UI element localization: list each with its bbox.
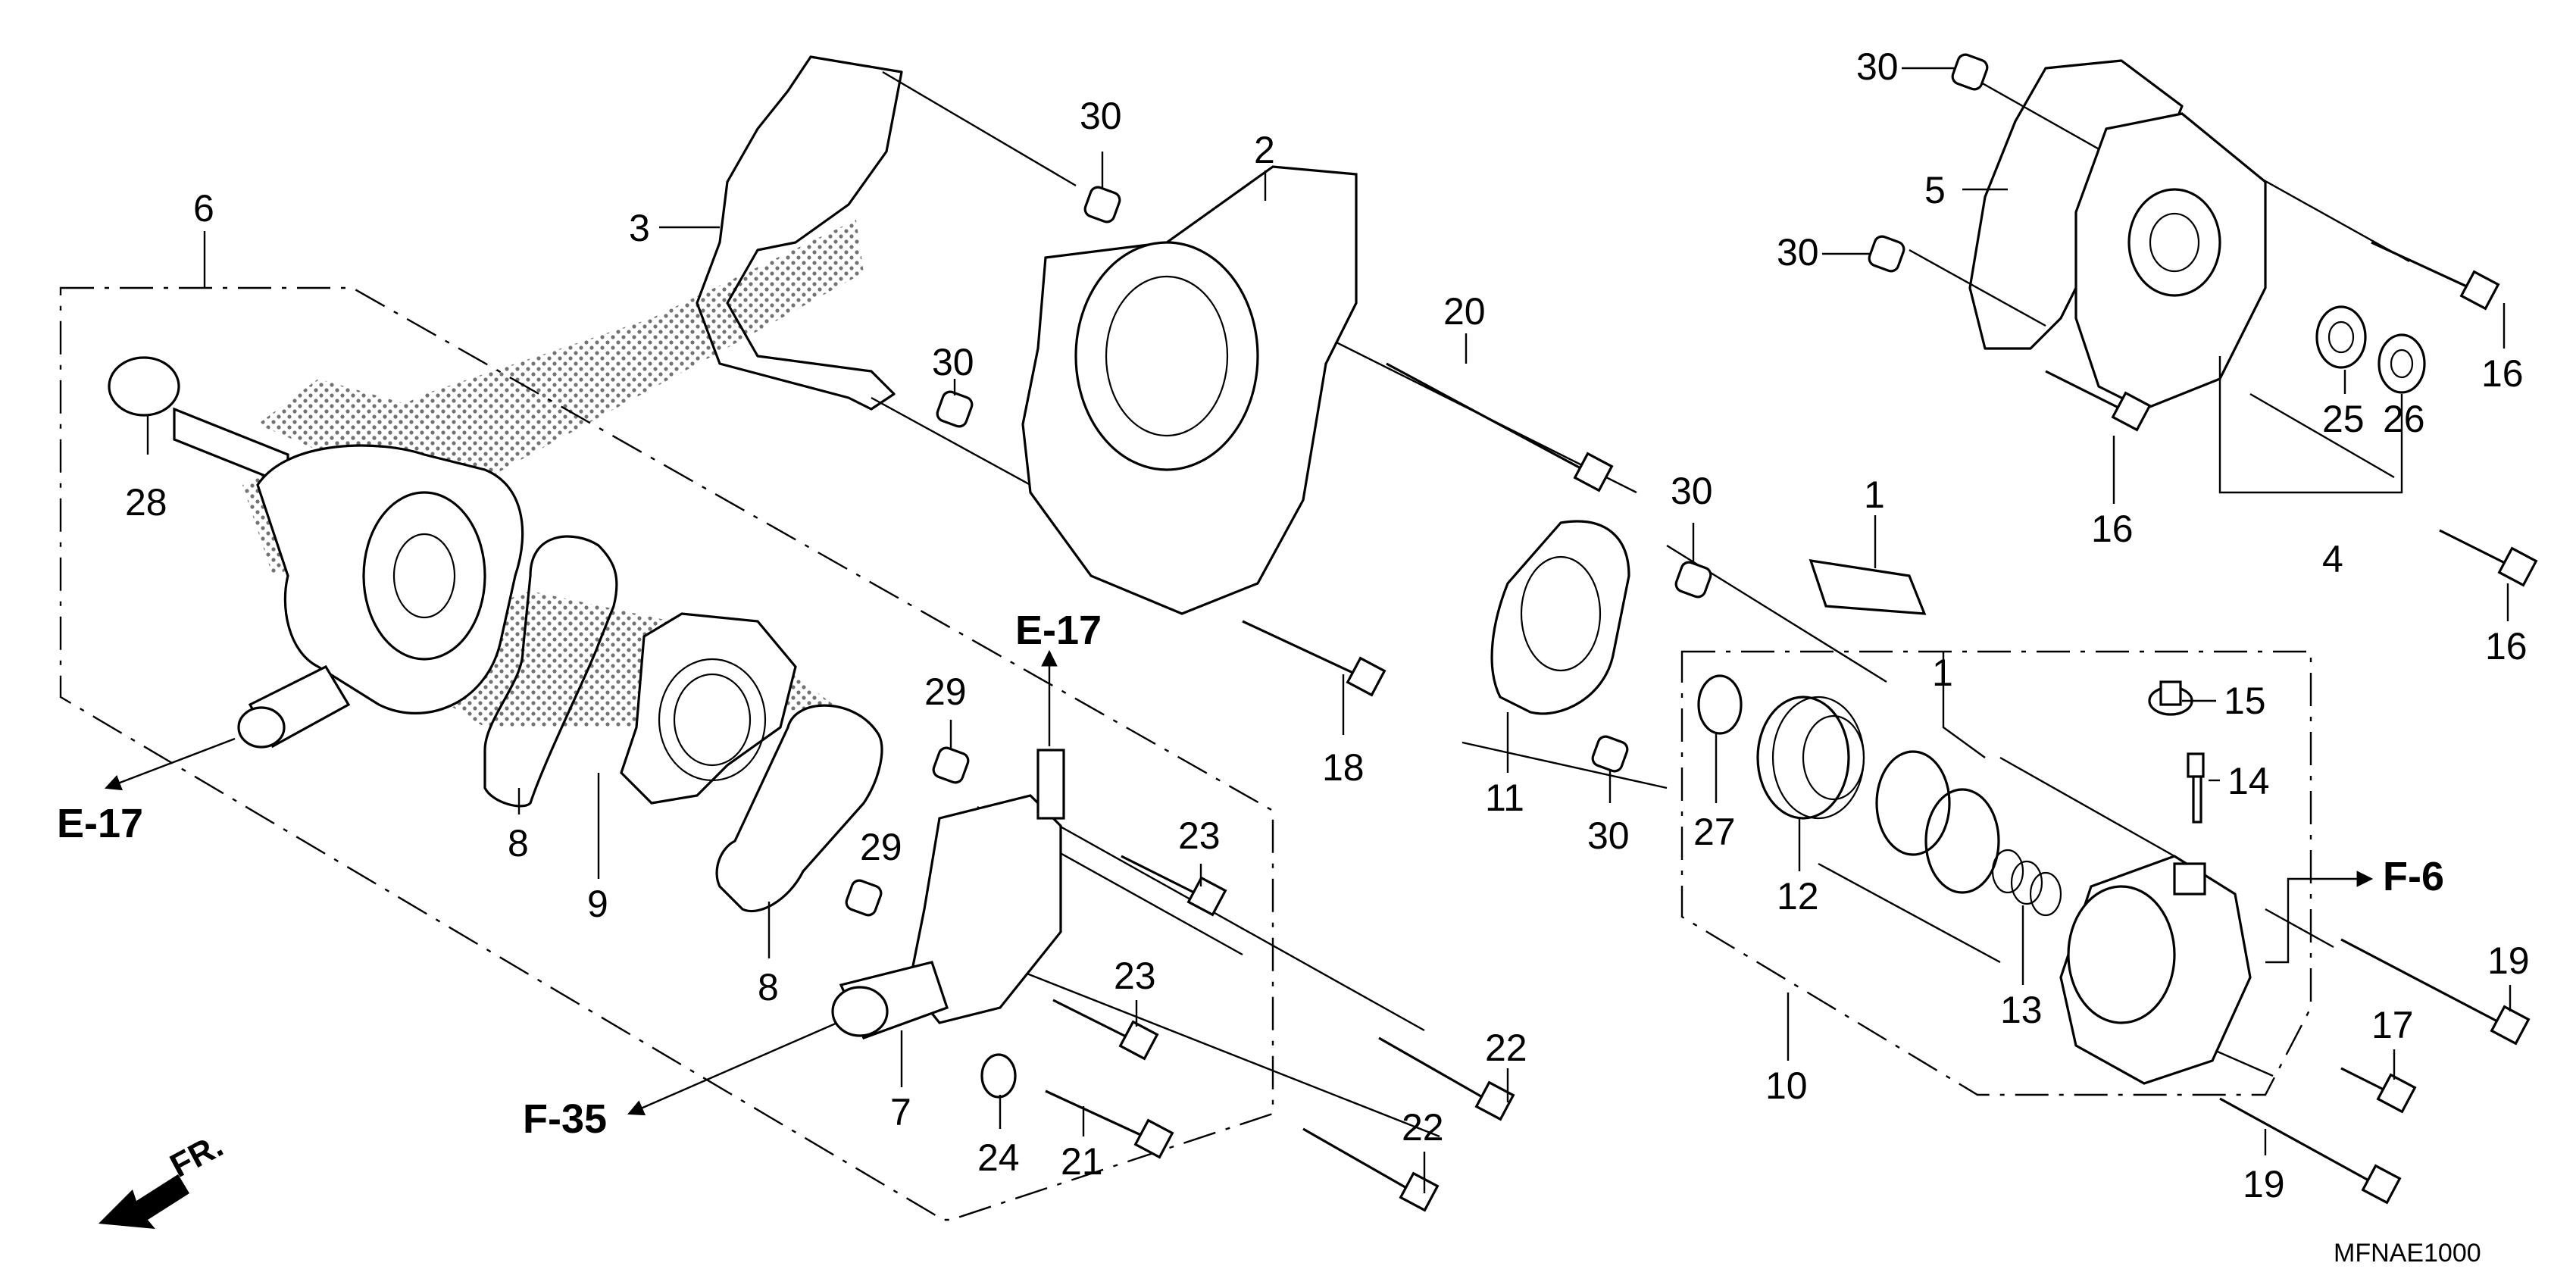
front-label: FR. — [164, 1127, 230, 1185]
callout-1: 1 — [1932, 652, 1953, 694]
assembly-boundaries — [59, 286, 2312, 1221]
callout-26: 26 — [2383, 398, 2425, 440]
callout-14: 14 — [2227, 760, 2270, 802]
part-15-bleeder-cap — [2148, 680, 2193, 716]
part-8-gasket-lower — [715, 704, 883, 913]
boundary-clutch-slave — [1680, 650, 2312, 1096]
callout-22: 22 — [1485, 1027, 1527, 1069]
callout-leaders — [146, 67, 2512, 1193]
part-1-o-ring-a — [1875, 750, 1951, 856]
callout-1: 1 — [1864, 474, 1885, 516]
part-14-bleeder-screw — [2187, 752, 2205, 824]
ref-f6: F-6 — [2383, 854, 2444, 899]
callout-8: 8 — [508, 822, 529, 864]
part-27-seal — [1697, 674, 1743, 735]
boundary-water-pump — [59, 286, 1274, 1221]
ref-e17-top: E-17 — [1015, 608, 1102, 653]
callout-13: 13 — [2000, 989, 2043, 1031]
callout-3: 3 — [629, 207, 650, 249]
ref-f35: F-35 — [523, 1096, 607, 1142]
callout-21: 21 — [1061, 1140, 1103, 1183]
callout-19: 19 — [2487, 939, 2530, 982]
callout-19: 19 — [2243, 1163, 2285, 1205]
callout-9: 9 — [587, 883, 608, 925]
part-13-spring — [1991, 849, 2062, 917]
part-9-plate — [620, 612, 797, 805]
dowel-pins — [845, 53, 1989, 917]
callout-15: 15 — [2224, 680, 2266, 722]
callout-23: 23 — [1178, 814, 1221, 857]
callout-16: 16 — [2481, 352, 2524, 395]
callout-24: 24 — [977, 1136, 1020, 1179]
callout-30: 30 — [932, 341, 974, 383]
callout-20: 20 — [1443, 290, 1486, 333]
part-25-bearing — [2315, 305, 2367, 369]
callout-25: 25 — [2322, 398, 2365, 440]
callout-12: 12 — [1777, 875, 1819, 918]
part-26-seal — [2377, 333, 2426, 394]
callout-7: 7 — [890, 1091, 911, 1133]
callout-16: 16 — [2485, 625, 2528, 667]
callout-30: 30 — [1856, 45, 1899, 88]
callout-30: 30 — [1671, 470, 1713, 512]
callout-18: 18 — [1322, 746, 1365, 789]
reference-arrows — [104, 649, 2374, 1116]
part-3-gasket — [696, 55, 903, 411]
bolts — [980, 241, 2538, 1212]
callout-numbers: 6 28 3 30 2 30 20 18 8 9 8 29 29 23 23 7… — [125, 45, 2530, 1205]
callout-2: 2 — [1254, 129, 1275, 171]
callout-6: 6 — [193, 187, 214, 230]
callout-4: 4 — [2322, 538, 2343, 580]
callout-5: 5 — [1924, 169, 1946, 211]
part-4-cover — [2074, 112, 2267, 411]
callout-16: 16 — [2091, 508, 2134, 550]
part-28-o-ring — [108, 356, 180, 417]
part-12-piston — [1756, 696, 1865, 820]
callout-30: 30 — [1080, 95, 1122, 137]
part-5-gasket — [1968, 59, 2184, 350]
part-10-slave-cylinder — [2059, 855, 2252, 1085]
part-11-gasket — [1490, 520, 1630, 715]
callout-22: 22 — [1402, 1106, 1444, 1149]
diagram-code: MFNAE1000 — [2334, 1239, 2481, 1268]
callout-29: 29 — [860, 826, 902, 868]
reference-labels: E-17 E-17 F-35 F-6 — [57, 608, 2444, 1142]
callout-29: 29 — [924, 671, 967, 713]
part-8-gasket-upper — [483, 535, 618, 808]
callout-28: 28 — [125, 481, 167, 524]
part-6-water-pump — [173, 407, 524, 749]
callout-10: 10 — [1765, 1064, 1808, 1107]
part-7-water-pipe — [831, 749, 1065, 1040]
ref-e17-left: E-17 — [57, 801, 143, 846]
callout-8: 8 — [758, 966, 779, 1008]
callout-23: 23 — [1114, 955, 1156, 997]
callout-27: 27 — [1693, 811, 1736, 853]
callout-11: 11 — [1485, 777, 1524, 819]
part-1-mark — [1809, 559, 1927, 615]
callout-30: 30 — [1587, 814, 1630, 857]
callout-30: 30 — [1777, 231, 1819, 274]
part-1-o-ring-b — [1924, 788, 2000, 894]
part-2-cover — [1021, 165, 1358, 615]
callout-17: 17 — [2371, 1004, 2414, 1046]
front-arrow-icon: FR. — [98, 1127, 229, 1229]
